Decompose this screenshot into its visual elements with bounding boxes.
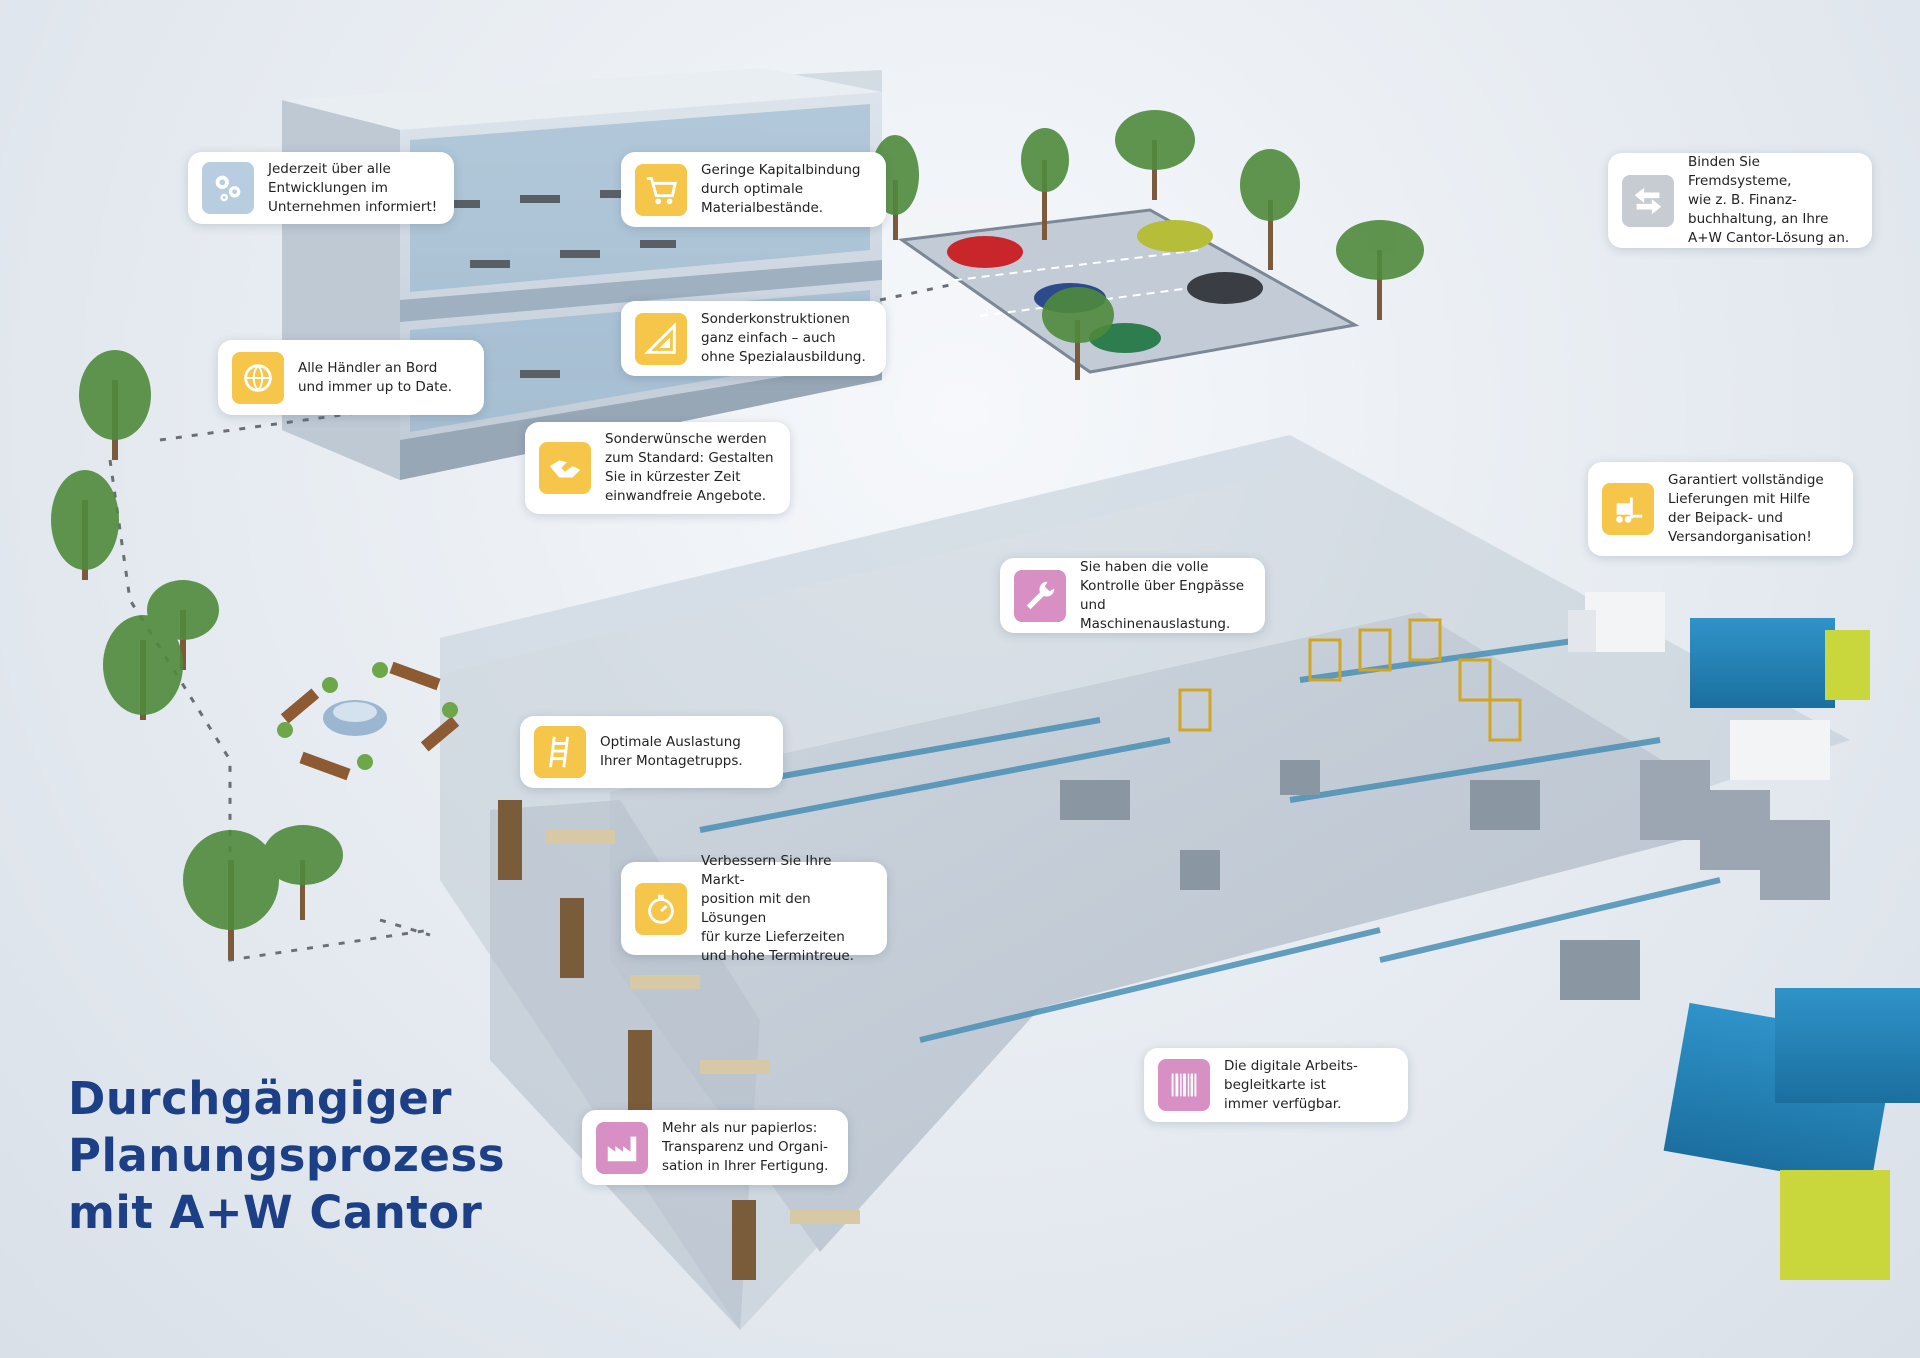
callout-lieferungen-text: Garantiert vollständige Lieferungen mit … [1668,472,1824,545]
callout-marktposition-text: Verbessern Sie Ihre Markt- position mit … [701,852,854,964]
office-building [282,68,882,480]
handshake-icon [539,442,591,494]
callout-kapitalbindung: Geringe Kapitalbindung durch optimale Ma… [621,152,886,227]
exchange-arrows-icon [1622,174,1674,227]
globe-arrows-icon [232,351,284,404]
callout-papierlos: Mehr als nur papierlos: Transparenz und … [582,1110,848,1185]
barcode-icon [1158,1059,1210,1111]
stopwatch-icon [635,882,687,935]
callout-sonderwuensche: Sonderwünsche werden zum Standard: Gesta… [525,422,790,514]
delivery-trucks [1568,592,1920,1280]
trees [51,110,1424,960]
callout-fremdsysteme-text: Binden Sie Fremdsysteme, wie z. B. Finan… [1688,154,1850,246]
triangle-ruler-icon [635,312,687,365]
callout-papierlos-text: Mehr als nur papierlos: Transparenz und … [662,1120,829,1174]
callout-montagetrupps: Optimale Auslastung Ihrer Montagetrupps. [520,716,783,788]
callout-sonderkonstruktionen-text: Sonderkonstruktionen ganz einfach – auch… [701,311,866,365]
callout-fremdsysteme: Binden Sie Fremdsysteme, wie z. B. Finan… [1608,153,1872,248]
factory-icon [596,1121,648,1174]
callout-entwicklungen: Jederzeit über alle Entwicklungen im Unt… [188,152,454,224]
headline: Durchgängiger Planungsprozess mit A+W Ca… [68,1072,505,1239]
factory-hall [440,435,1850,1330]
wrench-icon [1014,569,1066,622]
gears-icon [202,162,254,214]
forklift-icon [1602,483,1654,535]
callout-sonderwuensche-text: Sonderwünsche werden zum Standard: Gesta… [605,431,774,504]
callout-sonderkonstruktionen: Sonderkonstruktionen ganz einfach – auch… [621,301,886,376]
callout-entwicklungen-text: Jederzeit über alle Entwicklungen im Unt… [268,160,438,215]
callout-engpaesse: Sie haben die volle Kontrolle über Engpä… [1000,558,1265,633]
callout-engpaesse-text: Sie haben die volle Kontrolle über Engpä… [1080,558,1245,632]
callout-haendler: Alle Händler an Bord und immer up to Dat… [218,340,484,415]
park-fountain [277,661,460,781]
callout-marktposition: Verbessern Sie Ihre Markt- position mit … [621,853,887,964]
callout-kapitalbindung-text: Geringe Kapitalbindung durch optimale Ma… [701,162,861,216]
callout-lieferungen: Garantiert vollständige Lieferungen mit … [1588,462,1853,556]
parking-lot [897,208,1360,374]
shopping-cart-icon [635,163,687,216]
callout-arbeitsbegleitkarte-text: Die digitale Arbeits- begleitkarte ist i… [1224,1057,1358,1112]
ladder-icon [534,726,586,778]
callout-haendler-text: Alle Händler an Bord und immer up to Dat… [298,359,452,395]
callout-arbeitsbegleitkarte: Die digitale Arbeits- begleitkarte ist i… [1144,1048,1408,1122]
callout-montagetrupps-text: Optimale Auslastung Ihrer Montagetrupps. [600,734,743,769]
